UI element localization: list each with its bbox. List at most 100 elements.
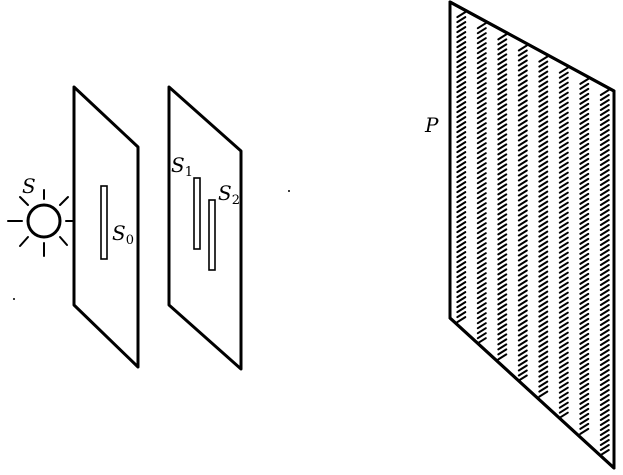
fringe-hatch [517,129,528,137]
fringe-hatch [476,207,487,215]
fringe-hatch [579,77,590,85]
fringe-hatch [456,176,467,184]
speck [288,190,290,192]
fringe-hatch [558,101,569,109]
fringe-hatch [538,100,549,108]
fringe-hatch [579,237,590,245]
single-slit-s0 [100,185,108,260]
fringe-hatch [558,316,569,324]
fringe-hatch [476,262,487,270]
fringe-hatch [538,340,549,348]
fringe-hatch [497,118,508,126]
fringe-hatch [558,366,569,374]
fringe-hatch [517,359,528,367]
fringe-hatch [579,312,590,320]
fringe-hatch [599,389,610,396]
fringe-hatch [599,184,610,191]
fringe-hatch [579,302,590,310]
fringe-hatch [538,320,549,328]
fringe-hatch [497,308,508,316]
fringe-hatch [476,22,487,30]
fringe-hatch [558,391,569,399]
fringe-hatch [579,92,590,100]
fringe-hatch [476,62,487,70]
fringe-hatch [497,243,508,251]
fringe-hatch [558,356,569,364]
fringe-hatch [599,234,610,241]
fringe-hatch [497,63,508,71]
fringe-hatch [599,139,610,146]
fringe-hatch [517,364,528,372]
fringe-hatch [497,188,508,196]
fringe-hatch [558,306,569,314]
fringe-hatch [538,115,549,123]
fringe-hatch [558,66,569,74]
fringe-hatch [517,139,528,147]
fringe-hatch [476,132,487,140]
fringe-hatch [538,305,549,313]
fringe-hatch [497,273,508,281]
fringe-hatch [517,154,528,162]
fringe-hatch [517,284,528,292]
fringe-hatch [517,134,528,142]
fringe-hatch [558,76,569,84]
fringe-hatch [517,89,528,97]
fringe-hatch [558,251,569,259]
fringe-hatch [538,225,549,233]
dark-fringe [558,66,569,419]
fringe-hatch [538,245,549,253]
fringe-hatch [476,107,487,115]
fringe-hatch [558,121,569,129]
fringe-hatch [558,181,569,189]
fringe-hatch [456,191,467,199]
fringe-hatch [517,374,528,382]
fringe-hatch [456,216,467,224]
fringe-hatch [456,81,467,89]
dark-fringe [579,77,590,435]
fringe-hatch [558,311,569,319]
fringe-hatch [476,42,487,50]
fringe-hatch [476,312,487,320]
fringe-hatch [579,257,590,265]
fringe-hatch [538,125,549,133]
observation-screen [448,0,616,470]
fringe-hatch [558,381,569,389]
fringe-hatch [538,330,549,338]
fringe-hatch [476,162,487,170]
fringe-hatch [599,169,610,176]
fringe-hatch [538,95,549,103]
fringe-hatch [517,269,528,277]
fringe-hatch [579,252,590,260]
fringe-hatch [517,289,528,297]
fringe-hatch [558,81,569,89]
fringe-hatch [517,124,528,132]
fringe-hatch [476,67,487,75]
fringe-hatch [497,183,508,191]
fringe-hatch [599,339,610,346]
fringe-hatch [456,101,467,109]
fringe-hatch [456,46,467,54]
interference-fringes [456,11,610,456]
fringe-hatch [456,21,467,29]
fringe-hatch [599,189,610,196]
fringe-hatch [517,49,528,57]
fringe-hatch [538,105,549,113]
fringe-hatch [497,343,508,351]
fringe-hatch [599,329,610,336]
fringe-hatch [517,44,528,52]
fringe-hatch [456,211,467,219]
fringe-hatch [497,213,508,221]
fringe-hatch [599,349,610,356]
fringe-hatch [579,347,590,355]
label-s2: S2 [218,181,240,208]
fringe-hatch [599,379,610,386]
fringe-hatch [579,87,590,95]
fringe-hatch [476,77,487,85]
fringe-hatch [476,157,487,165]
fringe-hatch [599,254,610,261]
fringe-hatch [579,317,590,325]
fringe-hatch [497,148,508,156]
fringe-hatch [599,439,610,446]
fringe-hatch [456,251,467,259]
fringe-hatch [599,424,610,431]
